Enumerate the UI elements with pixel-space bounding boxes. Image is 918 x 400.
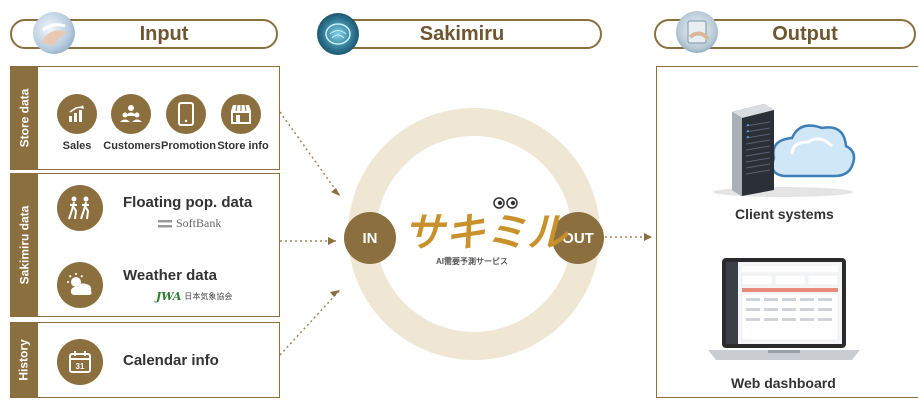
web-dashboard-label: Web dashboard <box>731 375 836 391</box>
store-item-store-info: Store info <box>217 140 269 152</box>
jwa-mark-icon: JWA <box>156 290 182 303</box>
softbank-text: SoftBank <box>176 216 222 230</box>
out-node: OUT <box>552 212 604 264</box>
softbank-bars-icon <box>158 219 172 227</box>
in-label: IN <box>362 229 378 247</box>
weather-title: Weather data <box>123 267 217 284</box>
history-tab-label: History <box>17 339 31 381</box>
center-ring-inner <box>376 136 572 332</box>
calendar-title: Calendar info <box>123 352 219 369</box>
store-item-sales: Sales <box>62 140 92 152</box>
history-panel <box>10 322 280 398</box>
store-item-customers: Customers <box>103 140 161 152</box>
storefront-icon <box>221 94 261 134</box>
walking-people-icon <box>57 185 103 231</box>
input-header-label: Input <box>139 22 189 45</box>
sakimiru-data-tab: Sakimiru data <box>10 173 38 317</box>
sakimiru-header-pill: Sakimiru <box>322 19 602 49</box>
bar-chart-icon <box>57 94 97 134</box>
store-item-promotion: Promotion <box>161 140 216 152</box>
in-node: IN <box>344 212 396 264</box>
floating-pop-title: Floating pop. data <box>123 194 253 211</box>
calendar-icon: 31 <box>57 339 103 385</box>
input-photo-icon <box>33 12 75 54</box>
server-cloud-icon <box>713 104 856 197</box>
sakimiru-logo: サキミル <box>404 211 568 255</box>
store-data-tab-label: Store data <box>17 88 31 148</box>
brain-icon <box>317 13 359 55</box>
output-photo-icon <box>676 11 718 53</box>
calendar-day-text: 31 <box>76 362 85 371</box>
client-systems-label: Client systems <box>735 206 834 222</box>
sun-cloud-icon <box>57 262 103 308</box>
sakimiru-header-label: Sakimiru <box>419 22 505 45</box>
laptop-dashboard-icon <box>708 258 860 360</box>
output-header-label: Output <box>772 22 838 45</box>
softbank-logo: SoftBank <box>158 216 221 231</box>
sakimiru-logo-subtitle: AI需要予測サービス <box>436 257 508 266</box>
logo-eyes-icon <box>493 197 518 209</box>
out-label: OUT <box>562 229 594 247</box>
sakimiru-data-tab-label: Sakimiru data <box>17 205 32 285</box>
people-icon <box>111 94 151 134</box>
sakimiru-data-panel <box>10 173 280 317</box>
jwa-logo: JWA 日本気象協会 <box>156 290 232 303</box>
history-tab: History <box>10 322 38 398</box>
smartphone-icon <box>166 94 206 134</box>
store-data-tab: Store data <box>10 66 38 170</box>
jwa-text: 日本気象協会 <box>184 292 233 301</box>
